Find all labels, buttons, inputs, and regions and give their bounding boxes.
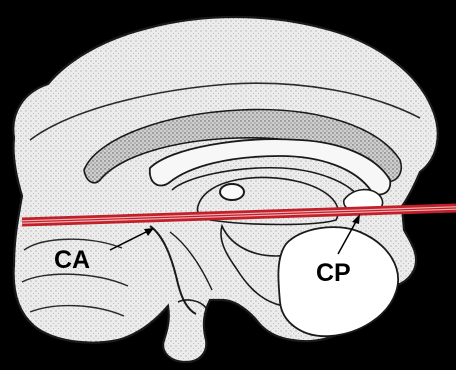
- interthalamic-adhesion: [220, 184, 244, 200]
- label-ca: CA: [54, 246, 90, 274]
- label-cp: CP: [316, 259, 351, 287]
